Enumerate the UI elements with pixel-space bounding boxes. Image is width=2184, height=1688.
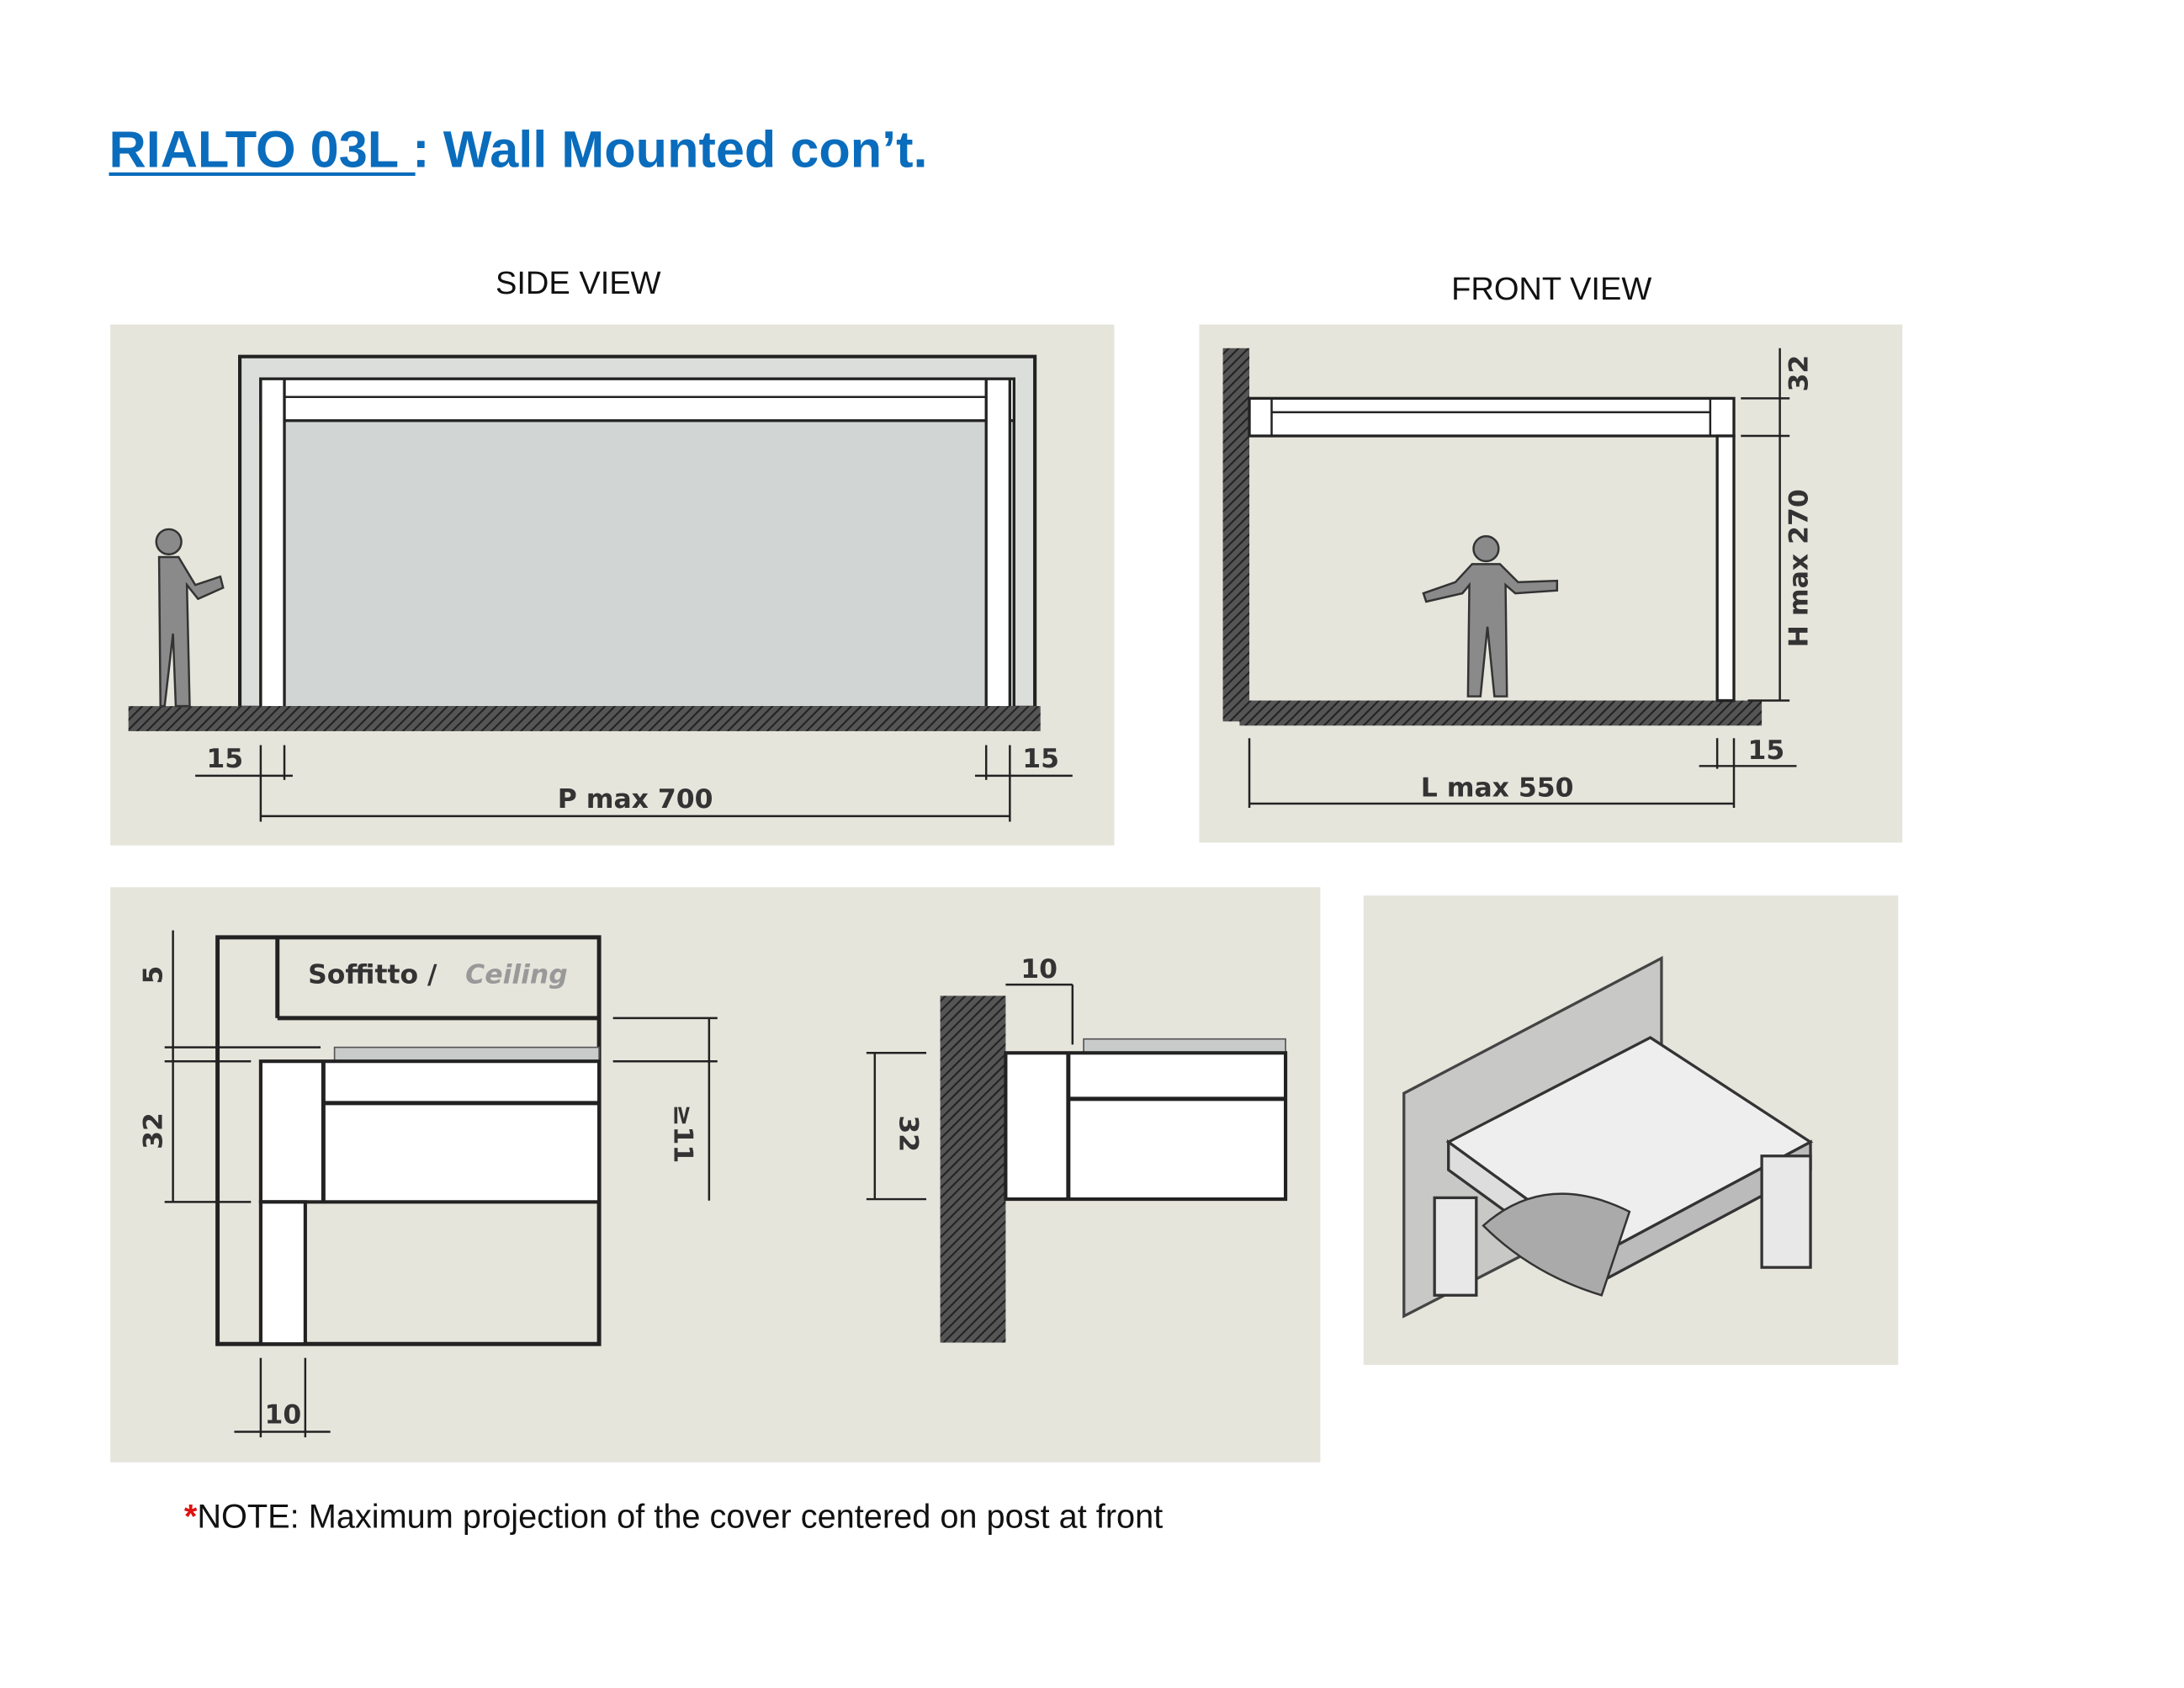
title-subtitle: Wall Mounted con’t.	[443, 121, 928, 178]
side-dim-left: 15	[206, 744, 243, 774]
wall-hatch	[940, 995, 1006, 1343]
front-dim-length: L max 550	[1421, 773, 1574, 804]
front-dim-height: H max 270	[1784, 489, 1815, 647]
ground-hatch	[128, 706, 1041, 731]
front-dim-top: 32	[1784, 355, 1815, 392]
title-model: RIALTO 03L :	[109, 121, 429, 178]
wall-dim-gap: 10	[1020, 954, 1058, 985]
side-dim-projection: P max 700	[558, 784, 713, 815]
note: *NOTE: Maximum projection of the cover c…	[184, 1499, 1163, 1536]
svg-text:*NOTE: Maximum projection of: *NOTE: Maximum projection of the cover c…	[184, 1499, 1163, 1536]
person-icon	[1422, 534, 1559, 698]
detail-drawings: Soffitto / Ceiling 5 32 ≥11 10 10 32	[110, 887, 1321, 1462]
ceiling-label-en: Ceiling	[465, 960, 568, 990]
front-view-drawing: 32 H max 270 15 L max 550	[1199, 324, 1903, 843]
isometric-view	[1363, 895, 1899, 1366]
wall-hatch	[1222, 348, 1250, 722]
front-view-caption: FRONT VIEW	[1451, 272, 1651, 307]
side-view-caption: SIDE VIEW	[496, 266, 661, 301]
ceiling-dim-clearance: ≥11	[667, 1104, 697, 1163]
ceiling-dim-post: 10	[265, 1400, 302, 1431]
front-dim-post: 15	[1748, 735, 1785, 766]
person-icon	[155, 528, 225, 708]
side-dim-right: 15	[1022, 744, 1059, 774]
ceiling-dim-gap: 5	[138, 966, 168, 985]
wall-dim-height: 32	[893, 1115, 924, 1152]
side-view-drawing: 15 15 P max 700	[110, 324, 1115, 846]
ground-hatch	[1239, 700, 1763, 726]
page-title: RIALTO 03L : Wall Mounted con’t.	[109, 121, 928, 178]
note-asterisk: *	[184, 1499, 198, 1536]
note-text: NOTE: Maximum projection of the cover ce…	[197, 1499, 1163, 1536]
ceiling-label-it: Soffitto /	[308, 960, 437, 990]
ceiling-dim-height: 32	[138, 1112, 168, 1149]
